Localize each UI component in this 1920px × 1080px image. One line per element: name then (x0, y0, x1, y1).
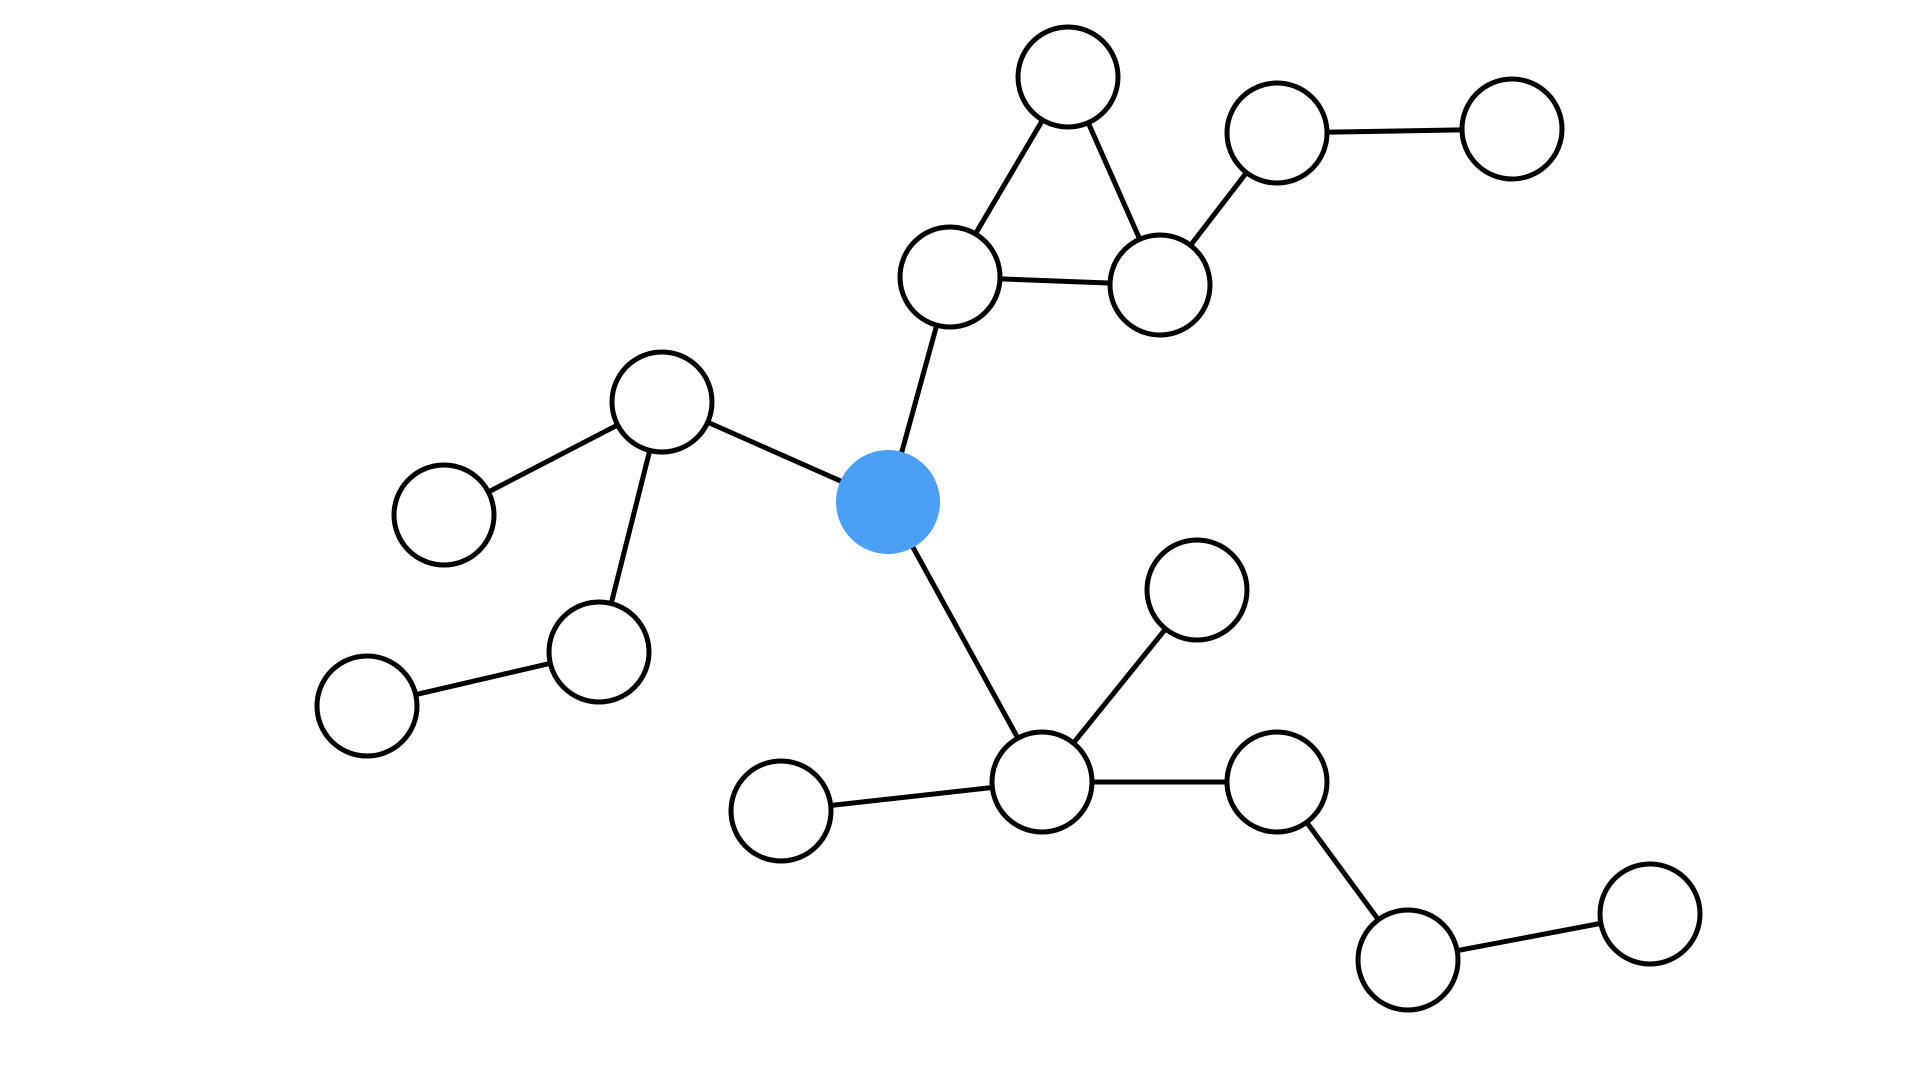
edges-layer (366, 75, 1651, 963)
graph-node-n9 (546, 599, 652, 705)
graph-node-n7 (609, 349, 715, 455)
graph-node-n10 (314, 653, 420, 759)
graph-node-n11 (989, 729, 1095, 835)
graph-node-n15 (1355, 907, 1461, 1013)
graph-node-n6 (1459, 76, 1565, 182)
graph-node-n4 (1107, 232, 1213, 338)
graph-node-n13 (728, 758, 834, 864)
graph-node-n5 (1224, 80, 1330, 186)
graph-node-n3 (1015, 24, 1121, 130)
graph-node-n8 (391, 462, 497, 568)
graph-node-n2 (897, 224, 1003, 330)
highlighted-node (836, 450, 940, 554)
edge-n1-n11 (885, 500, 1045, 784)
graph-node-n12 (1144, 537, 1250, 643)
graph-node-n14 (1224, 729, 1330, 835)
graph-node-n16 (1597, 861, 1703, 967)
nodes-layer (314, 24, 1703, 1013)
